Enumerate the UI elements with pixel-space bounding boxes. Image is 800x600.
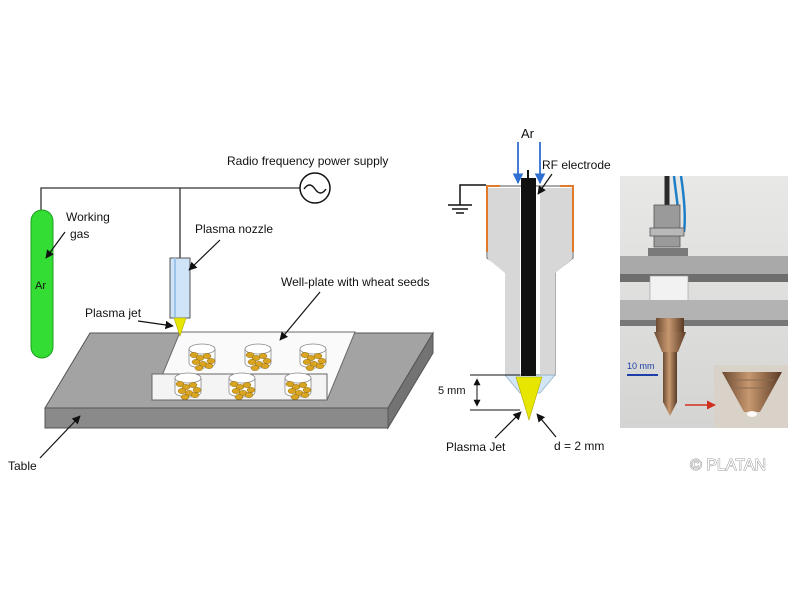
wheat-seed [317,358,327,364]
nozzle-arrow [188,239,221,271]
supply-wire-left [40,187,181,258]
well [188,343,216,371]
gas-cylinder [30,209,54,359]
wellplate-arrow [279,291,321,341]
wheat-seed [300,352,310,358]
working-gas-label-2: gas [70,227,89,241]
rf-supply-icon [299,172,331,204]
wheat-seed [244,392,254,398]
plasma-jet-2-arrow [494,411,522,439]
watermark: © PLATAN [690,457,766,474]
wheat-seed [285,381,295,387]
well [284,372,312,400]
wheat-seed [189,352,199,358]
plasma-jet-cone [515,376,543,422]
wheat-seed [190,392,200,398]
well [228,372,256,400]
table-label: Table [8,459,37,473]
wheat-seed [180,394,190,400]
ground-icon [448,204,472,214]
gap-label: 5 mm [438,385,466,397]
table-arrow [39,415,81,459]
wheat-seed [305,365,315,371]
wheat-seed [229,381,239,387]
rf-electrode-label: RF electrode [542,158,611,172]
wheat-seed [206,358,216,364]
nozzle-label: Plasma nozzle [195,222,273,236]
wheat-seed [242,382,252,388]
wheat-seed [298,382,308,388]
wheat-seed [192,387,202,393]
wheat-seed [315,363,325,369]
rf-supply-label: Radio frequency power supply [227,154,388,168]
wheat-seed [175,381,185,387]
plasma-nozzle [169,257,191,319]
wheat-seed [290,394,300,400]
nozzle-cross-section: Ar RF electrode 5 mm Plasma Jet d = 2 mm [438,126,611,454]
wheat-seed [258,353,268,359]
wheat-seed [300,392,310,398]
wheat-seed [245,352,255,358]
left-schematic: Radio frequency power supply Ar Working … [8,154,434,473]
plasma-jet-2-label: Plasma Jet [446,440,506,454]
well [174,372,202,400]
ground-electrode-left [486,185,500,252]
wheat-seed [246,387,256,393]
wheat-seed [313,353,323,359]
plasma-jet-arrow [137,320,174,330]
rf-electrode-arrow [537,173,553,195]
wells [174,343,327,400]
diameter-label: d = 2 mm [554,439,604,453]
wheat-seed [188,382,198,388]
working-gas-label-1: Working [66,210,110,224]
ground-electrode-right [560,185,574,252]
scale-label: 10 mm [627,361,655,371]
well [299,343,327,371]
wheat-seed [302,387,312,393]
wellplate-label: Well-plate with wheat seeds [281,275,430,289]
well [244,343,272,371]
ar-inlet-label: Ar [521,126,535,141]
plasma-jet-flame [173,317,187,337]
wheat-seed [204,363,214,369]
rf-electrode [521,178,536,376]
wheat-seed [262,358,272,364]
wheat-seed [202,353,212,359]
cylinder-gas-label: Ar [35,280,46,292]
diameter-arrow [536,413,557,438]
device-photo: 10 mm [620,175,788,428]
plasma-jet-label: Plasma jet [85,306,142,320]
wheat-seed [194,365,204,371]
working-gas-arrow [45,231,66,259]
wheat-seed [260,363,270,369]
wheat-seed [250,365,260,371]
ground-wire [459,184,486,205]
wheat-seed [234,394,244,400]
